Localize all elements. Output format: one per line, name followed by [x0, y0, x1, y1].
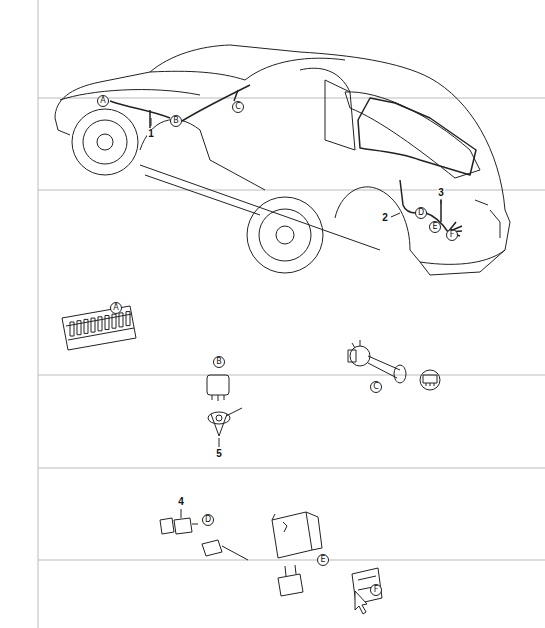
fuse — [77, 321, 81, 335]
temperature-sensor — [208, 408, 242, 436]
callout-number: 1 — [147, 129, 155, 139]
callout-number: 2 — [381, 213, 389, 223]
fuse — [126, 312, 130, 326]
callout-letter: D — [205, 516, 211, 524]
fuse-row — [70, 312, 130, 336]
mouse-cursor — [355, 591, 367, 614]
callout-number: 3 — [437, 188, 445, 198]
wiring-harness — [110, 85, 476, 236]
callout-circle: F — [446, 229, 458, 241]
callout-circle: B — [213, 356, 225, 368]
callout-circle: D — [202, 514, 214, 526]
fuse — [112, 314, 116, 328]
frame-lines — [38, 0, 545, 628]
callout-letter: F — [374, 586, 379, 594]
callout-circle: E — [317, 554, 329, 566]
switch — [348, 340, 406, 383]
fuse — [119, 313, 123, 327]
callout-letter: C — [235, 103, 241, 111]
fuse — [70, 322, 74, 336]
leader-lines — [151, 118, 441, 518]
callout-circle: C — [232, 101, 244, 113]
callout-letter: A — [113, 304, 118, 312]
callout-letter: B — [173, 117, 179, 125]
car-outline — [55, 45, 510, 275]
callout-number: 5 — [215, 449, 223, 459]
callout-circle: B — [170, 115, 182, 127]
callout-circle: E — [429, 221, 441, 233]
callout-letter: C — [373, 383, 379, 391]
callout-number: 4 — [177, 497, 185, 507]
callout-letter: E — [320, 556, 325, 564]
callout-circle: A — [97, 95, 109, 107]
fuse — [98, 317, 102, 331]
callout-letter: F — [450, 231, 455, 239]
callout-circle: D — [415, 207, 427, 219]
callout-letter: B — [216, 358, 222, 366]
relay-module — [272, 512, 322, 596]
fuse-box — [62, 306, 136, 350]
relay-cylinder — [207, 375, 229, 401]
fuse — [105, 316, 109, 330]
fuse — [91, 318, 95, 332]
callout-letter: E — [432, 223, 437, 231]
callout-circle: F — [370, 584, 382, 596]
callout-letter: A — [100, 97, 105, 105]
fuse — [84, 319, 88, 333]
callout-circle: A — [110, 302, 122, 314]
callout-letter: D — [418, 209, 424, 217]
lamp-symbol — [420, 370, 440, 390]
callout-circle: C — [370, 381, 382, 393]
